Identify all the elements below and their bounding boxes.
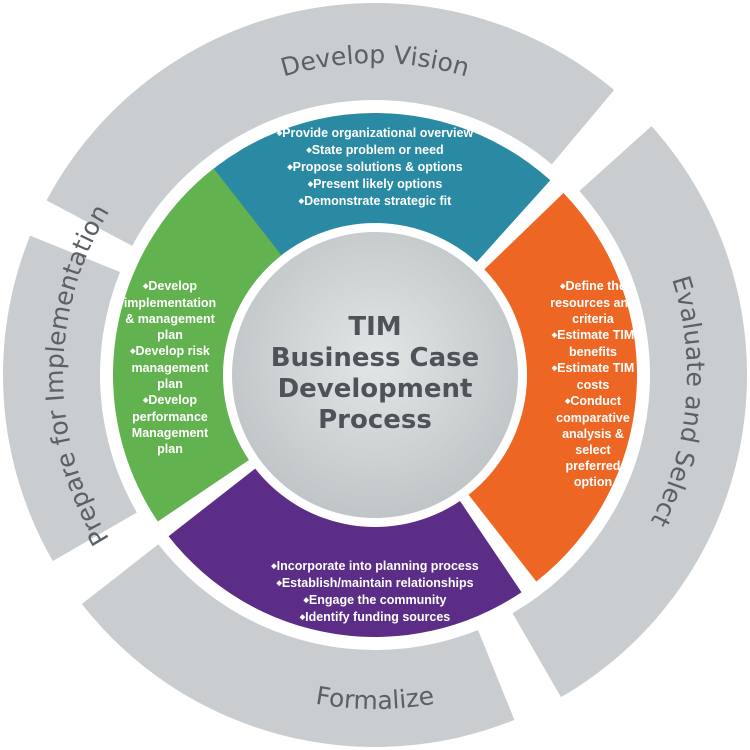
center-title-line: TIM xyxy=(348,312,402,342)
outer-ring-segment-evaluate-select xyxy=(512,126,747,698)
evaluate-select-items: Define the resources and criteria Estima… xyxy=(548,278,638,490)
list-item: Establish/maintain relationships xyxy=(250,575,500,592)
list-item: Demonstrate strategic fit xyxy=(255,193,495,210)
center-title-line: Development xyxy=(277,374,473,404)
list-item: Estimate TIM costs xyxy=(548,360,638,393)
outer-ring-segment-develop-vision xyxy=(46,3,615,246)
list-item: Engage the community xyxy=(250,592,500,609)
center-circle xyxy=(226,226,524,524)
list-item: Develop performance Management plan xyxy=(120,392,220,457)
center-title-line: Business Case xyxy=(270,343,480,373)
list-item: Incorporate into planning process xyxy=(250,558,500,575)
list-item: Define the resources and criteria xyxy=(548,278,638,327)
list-item: Estimate TIM benefits xyxy=(548,327,638,360)
list-item: Provide organizational overview xyxy=(255,125,495,142)
formalize-items: Incorporate into planning process Establ… xyxy=(250,558,500,626)
develop-vision-items: Provide organizational overview State pr… xyxy=(255,125,495,210)
stage-label-formalize: Formalize xyxy=(314,681,436,715)
list-item: Identify funding sources xyxy=(250,609,500,626)
prepare-implementation-items: Develop implementation & management plan… xyxy=(120,278,220,457)
list-item: Develop implementation & management plan xyxy=(120,278,220,343)
list-item: Conduct comparative analysis & select pr… xyxy=(548,393,638,490)
outer-ring-segment-prepare-implementation xyxy=(3,235,137,561)
list-item: Develop risk management plan xyxy=(120,343,220,392)
center-title: TIM Business Case Development Process xyxy=(250,312,500,436)
list-item: State problem or need xyxy=(255,142,495,159)
list-item: Present likely options xyxy=(255,176,495,193)
center-title-line: Process xyxy=(318,405,432,435)
list-item: Propose solutions & options xyxy=(255,159,495,176)
outer-ring-segment-formalize xyxy=(81,544,515,747)
